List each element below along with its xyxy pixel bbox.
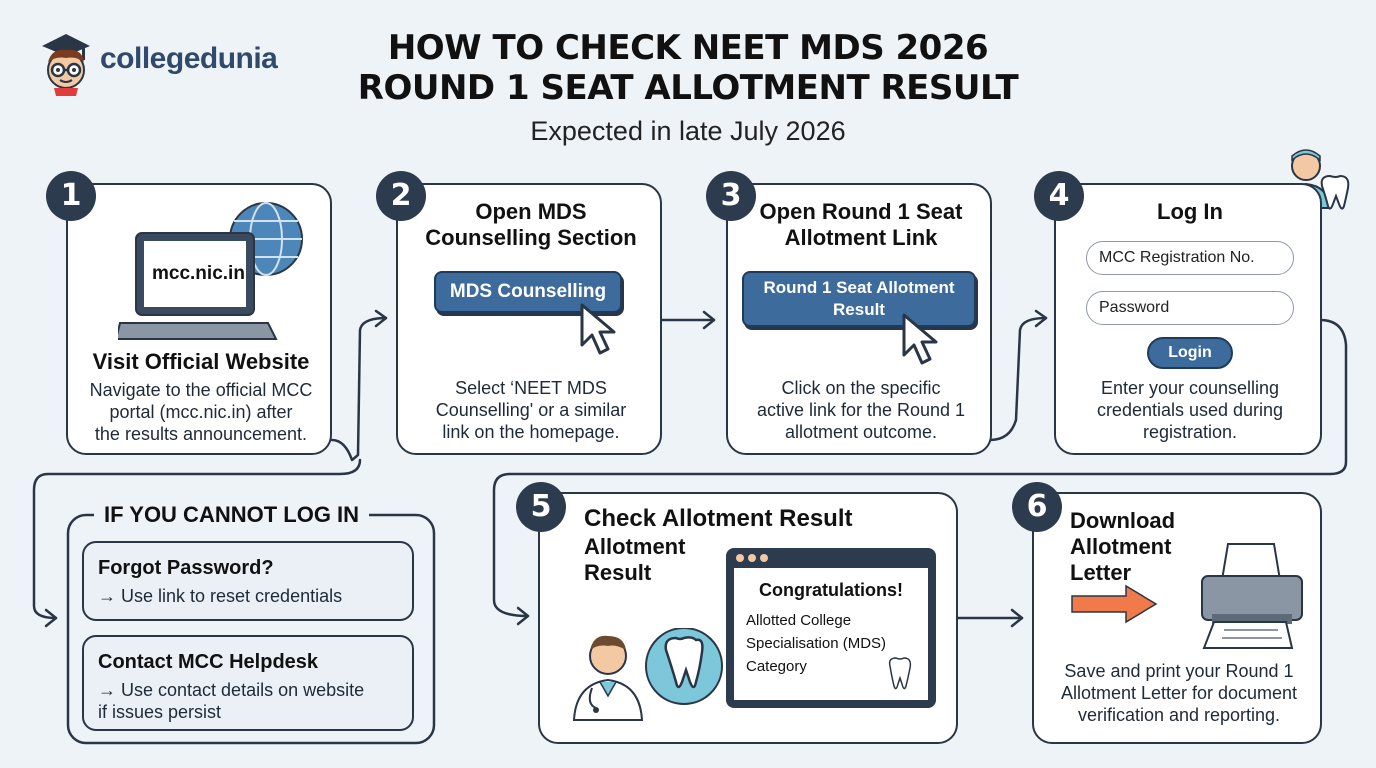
brand-name: collegedunia — [100, 42, 278, 75]
step-3-title-line: Allotment Link — [784, 225, 938, 250]
step-4-description: Enter your counselling credentials used … — [1056, 377, 1324, 443]
step-5-subtitle: Allotment Result — [584, 534, 685, 586]
step-6-description: Save and print your Round 1 Allotment Le… — [1034, 660, 1324, 726]
step-1-title: Visit Official Website — [92, 349, 310, 374]
step-2-title-line: Open MDS — [475, 199, 587, 224]
step-6-desc-line: Allotment Letter for document — [1060, 683, 1298, 703]
helpdesk-line: → Use contact details on website — [98, 680, 365, 700]
step-4-desc-line: credentials used during — [1096, 400, 1284, 420]
fallback-title: IF YOU CANNOT LOG IN — [94, 502, 370, 528]
step-5-title: Check Allotment Result — [584, 505, 853, 532]
step-card-6: Download Allotment Letter Save and print… — [1032, 492, 1322, 744]
step-3-title: Open Round 1 Seat Allotment Link — [728, 199, 994, 251]
arrowhead-2-3 — [702, 310, 716, 330]
step-2-desc-line: Counselling' or a similar — [435, 400, 627, 420]
step-4-desc-line: registration. — [1142, 422, 1238, 442]
step-3-desc-line: Click on the specific — [781, 378, 941, 398]
website-url: mcc.nic.in — [152, 263, 245, 284]
arrowhead-fallback — [44, 608, 58, 628]
step-card-3: Open Round 1 Seat Allotment Link Round 1… — [726, 183, 992, 455]
step-6-desc-line: verification and reporting. — [1077, 705, 1281, 725]
step-number-badge: 3 — [706, 171, 756, 221]
registration-number-field[interactable]: MCC Registration No. — [1086, 241, 1294, 275]
arrowhead-1-2 — [374, 309, 388, 328]
connector-1-2 — [330, 316, 388, 462]
step-6-title-line: Letter — [1070, 560, 1132, 585]
cursor-icon — [580, 303, 616, 355]
connector-3-4 — [988, 316, 1048, 442]
laptop-globe-icon — [118, 202, 303, 340]
printer-icon — [1201, 543, 1303, 649]
step-6-desc-line: Save and print your Round 1 — [1064, 661, 1294, 681]
step-1-desc-line: the results announcement. — [94, 424, 308, 444]
step-6-title-line: Download — [1070, 508, 1176, 533]
step-number-badge: 2 — [376, 171, 426, 221]
arrowhead-3-4 — [1034, 309, 1048, 328]
mds-counselling-button[interactable]: MDS Counselling — [434, 271, 622, 313]
helpdesk-heading: Contact MCC Helpdesk — [98, 651, 319, 673]
step-2-description: Select ‘NEET MDS Counselling' or a simil… — [398, 377, 664, 443]
congratulations-text: Congratulations! — [759, 580, 903, 600]
arrow-right-icon — [1071, 584, 1158, 624]
brand-logo: collegedunia — [36, 28, 296, 98]
step-card-1: mcc.nic.in Visit Official Website Naviga… — [66, 183, 332, 455]
flow-connectors — [32, 309, 1348, 628]
specialisation-label: Specialisation (MDS) — [746, 635, 887, 652]
button-line: Round 1 Seat Allotment — [763, 278, 955, 297]
step-number-badge: 5 — [516, 482, 566, 532]
step-number-badge: 4 — [1034, 171, 1084, 221]
allotted-college-label: Allotted College — [746, 612, 852, 629]
step-1-desc-line: portal (mcc.nic.in) after — [109, 402, 293, 422]
password-field[interactable]: Password — [1086, 291, 1294, 325]
button-line: Result — [833, 300, 885, 319]
step-card-5: Check Allotment Result Allotment Result … — [538, 492, 958, 744]
step-3-desc-line: allotment outcome. — [784, 422, 938, 442]
result-window-icon — [726, 548, 936, 708]
arrowhead-4-5 — [516, 606, 530, 626]
step-2-title-line: Counselling Section — [425, 225, 637, 250]
step-1-desc-line: Navigate to the official MCC — [89, 380, 313, 400]
title-line-2: ROUND 1 SEAT ALLOTMENT RESULT — [357, 68, 1019, 108]
category-label: Category — [746, 658, 807, 675]
helpdesk-line: if issues persist — [98, 702, 222, 722]
step-3-desc-line: active link for the Round 1 — [756, 400, 966, 420]
step-4-title: Log In — [1157, 199, 1223, 224]
round-1-allotment-button[interactable]: Round 1 Seat Allotment Result — [742, 271, 976, 327]
connector-fallback — [32, 458, 362, 620]
arrowhead-5-6 — [1010, 608, 1024, 628]
page-subtitle: Expected in late July 2026 — [530, 116, 846, 146]
doctor-tooth-icon — [572, 628, 723, 721]
page-title: HOW TO CHECK NEET MDS 2026 ROUND 1 SEAT … — [300, 28, 1076, 108]
login-button[interactable]: Login — [1147, 337, 1233, 369]
cursor-icon — [902, 313, 938, 365]
step-5-subtitle-line: Result — [584, 560, 652, 585]
forgot-password-line: → Use link to reset credentials — [98, 586, 343, 606]
step-number-badge: 1 — [46, 171, 96, 221]
connector-4-5 — [492, 318, 1348, 618]
step-2-desc-line: link on the homepage. — [442, 422, 620, 442]
mascot-icon — [42, 34, 90, 96]
step-5-subtitle-line: Allotment — [584, 534, 686, 559]
forgot-password-box: Forgot Password? → Use link to reset cre… — [82, 541, 414, 621]
step-number-badge: 6 — [1012, 482, 1062, 532]
title-line-1: HOW TO CHECK NEET MDS 2026 — [387, 28, 989, 68]
step-2-title: Open MDS Counselling Section — [398, 199, 664, 251]
step-6-title-line: Allotment — [1070, 534, 1172, 559]
forgot-password-heading: Forgot Password? — [98, 557, 274, 579]
step-card-2: Open MDS Counselling Section MDS Counsel… — [396, 183, 662, 455]
step-2-desc-line: Select ‘NEET MDS — [455, 378, 607, 398]
step-4-desc-line: Enter your counselling — [1100, 378, 1280, 398]
helpdesk-box: Contact MCC Helpdesk → Use contact detai… — [82, 635, 414, 731]
step-card-4: Log In MCC Registration No. Password Log… — [1054, 183, 1322, 455]
step-3-description: Click on the specific active link for th… — [728, 377, 994, 443]
step-1-description: Navigate to the official MCC portal (mcc… — [68, 379, 334, 445]
step-3-title-line: Open Round 1 Seat — [759, 199, 963, 224]
step-6-title: Download Allotment Letter — [1070, 508, 1175, 586]
